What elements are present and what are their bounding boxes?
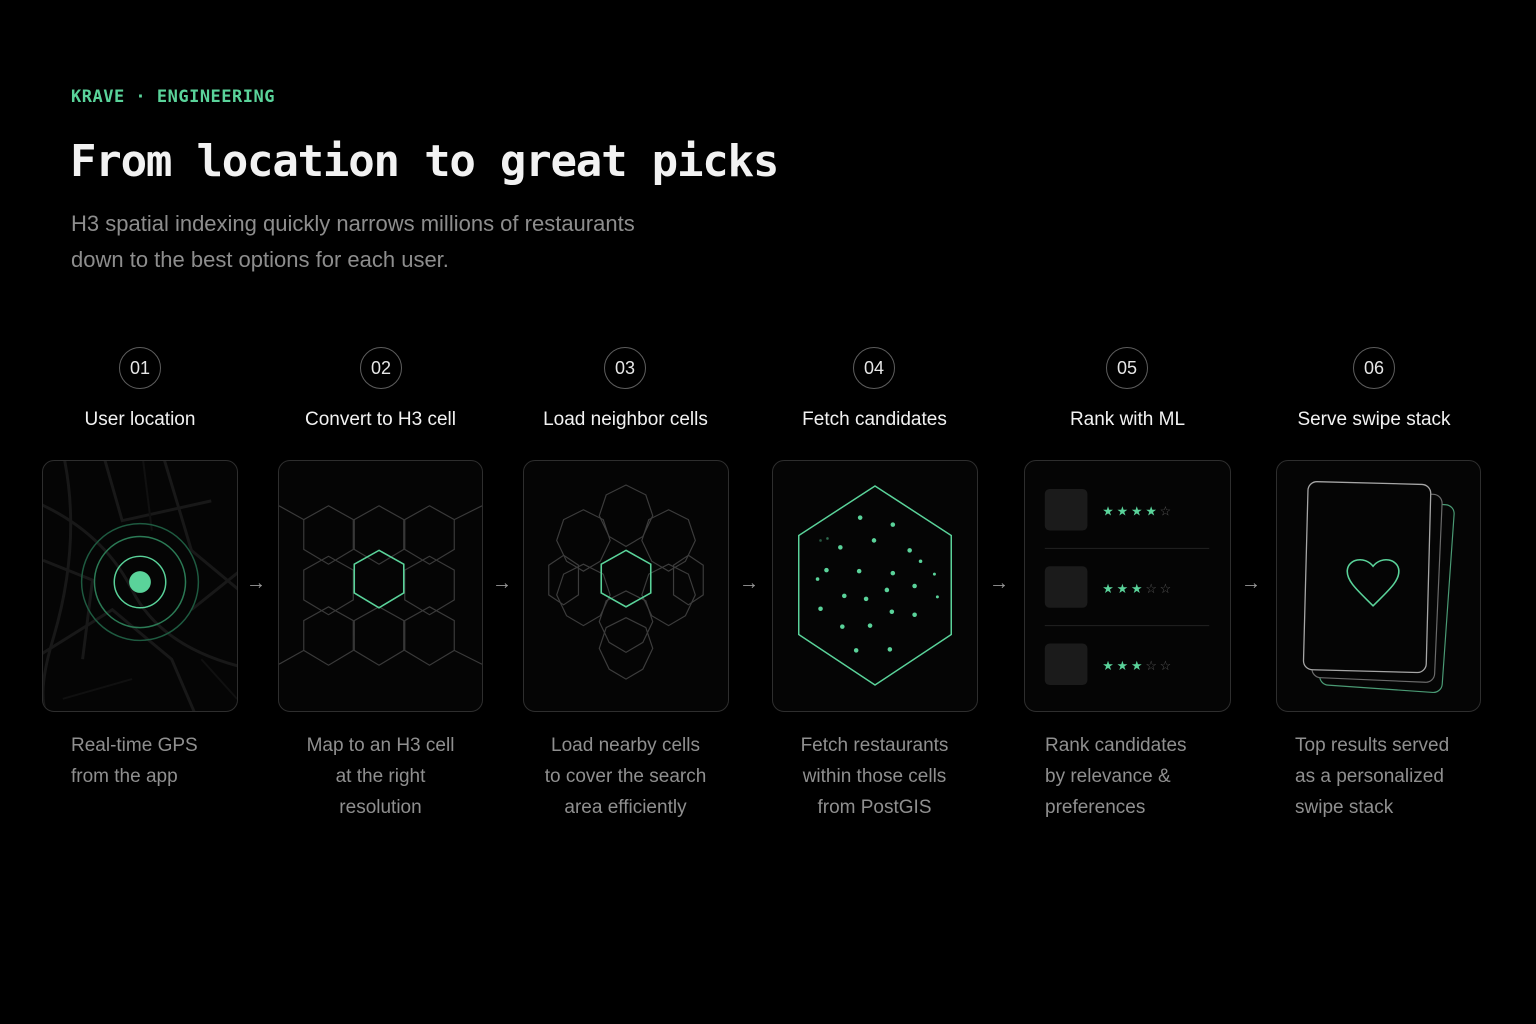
desc-line: area efficiently bbox=[564, 797, 687, 818]
step-number-badge: 05 bbox=[1106, 347, 1148, 389]
page-subtitle: H3 spatial indexing quickly narrows mill… bbox=[71, 206, 771, 278]
desc-line: as a personalized bbox=[1295, 766, 1444, 787]
subtitle-line: H3 spatial indexing quickly narrows mill… bbox=[71, 211, 635, 236]
step-description: Fetch restaurants within those cells fro… bbox=[762, 730, 987, 823]
star-icon: ★ bbox=[1131, 659, 1143, 674]
step-description: Top results served as a personalized swi… bbox=[1295, 730, 1505, 823]
desc-line: within those cells bbox=[802, 766, 947, 787]
hex-cell-icon bbox=[279, 505, 482, 666]
desc-line: swipe stack bbox=[1295, 797, 1394, 818]
desc-line: at the right bbox=[335, 766, 426, 787]
star-icon: ★ bbox=[1102, 659, 1114, 674]
desc-line: Map to an H3 cell bbox=[306, 735, 455, 756]
desc-line: from PostGIS bbox=[817, 797, 932, 818]
step-card bbox=[278, 460, 483, 712]
step-card bbox=[42, 460, 238, 712]
step-title: Load neighbor cells bbox=[543, 409, 708, 430]
desc-line: resolution bbox=[339, 797, 422, 818]
ranked-list-icon: ★★★★☆★★★☆☆★★★☆☆ bbox=[1044, 488, 1210, 686]
desc-line: Real-time GPS bbox=[71, 735, 198, 756]
star-icon: ★ bbox=[1117, 582, 1129, 597]
desc-line: Rank candidates bbox=[1045, 735, 1187, 756]
star-icon: ★ bbox=[1117, 659, 1129, 674]
desc-line: Fetch restaurants bbox=[800, 735, 949, 756]
star-icon: ★ bbox=[1102, 582, 1114, 597]
step-title: Rank with ML bbox=[1069, 409, 1186, 430]
desc-line: Top results served bbox=[1295, 735, 1450, 756]
step-card bbox=[1276, 460, 1481, 712]
arrow-icon: → bbox=[1241, 572, 1261, 594]
page-title: From location to great picks bbox=[70, 136, 779, 187]
gps-target-icon bbox=[43, 461, 237, 711]
star-icon: ☆ bbox=[1160, 582, 1172, 597]
star-icon: ★ bbox=[1145, 505, 1157, 520]
arrow-icon: → bbox=[739, 572, 759, 594]
step-number-badge: 06 bbox=[1353, 347, 1395, 389]
star-icon: ☆ bbox=[1145, 582, 1157, 597]
star-icon: ★ bbox=[1117, 505, 1129, 520]
star-icon: ☆ bbox=[1160, 659, 1172, 674]
arrow-icon: → bbox=[989, 572, 1009, 594]
card-stack-heart-icon bbox=[1302, 481, 1455, 694]
star-icon: ★ bbox=[1131, 505, 1143, 520]
step-card bbox=[772, 460, 978, 712]
step-description: Load nearby cells to cover the search ar… bbox=[513, 730, 738, 823]
star-icon: ★ bbox=[1102, 505, 1114, 520]
star-icon: ★ bbox=[1131, 582, 1143, 597]
step-number-badge: 03 bbox=[604, 347, 646, 389]
step-card bbox=[523, 460, 729, 712]
step-card: ★★★★☆★★★☆☆★★★☆☆ bbox=[1024, 460, 1231, 712]
step-description: Rank candidates by relevance & preferenc… bbox=[1045, 730, 1255, 823]
desc-line: Load nearby cells bbox=[551, 735, 700, 756]
step-number-badge: 01 bbox=[119, 347, 161, 389]
step-title: Serve swipe stack bbox=[1297, 409, 1451, 430]
desc-line: preferences bbox=[1045, 797, 1146, 818]
desc-line: to cover the search bbox=[544, 766, 707, 787]
step-title: Fetch candidates bbox=[802, 409, 947, 430]
step-title: Convert to H3 cell bbox=[304, 409, 456, 430]
arrow-icon: → bbox=[246, 572, 266, 594]
step-number-badge: 04 bbox=[853, 347, 895, 389]
desc-line: by relevance & bbox=[1045, 766, 1171, 787]
star-icon: ☆ bbox=[1160, 505, 1172, 520]
hex-neighbors-icon bbox=[548, 484, 704, 680]
subtitle-line: down to the best options for each user. bbox=[71, 247, 449, 272]
hex-points-icon bbox=[798, 485, 952, 686]
step-title: User location bbox=[84, 409, 196, 430]
eyebrow: KRAVE · ENGINEERING bbox=[71, 87, 275, 107]
desc-line: from the app bbox=[71, 766, 178, 787]
star-icon: ☆ bbox=[1145, 659, 1157, 674]
step-number-badge: 02 bbox=[360, 347, 402, 389]
step-description: Real-time GPS from the app bbox=[71, 730, 271, 792]
arrow-icon: → bbox=[492, 572, 512, 594]
step-description: Map to an H3 cell at the right resolutio… bbox=[268, 730, 493, 823]
